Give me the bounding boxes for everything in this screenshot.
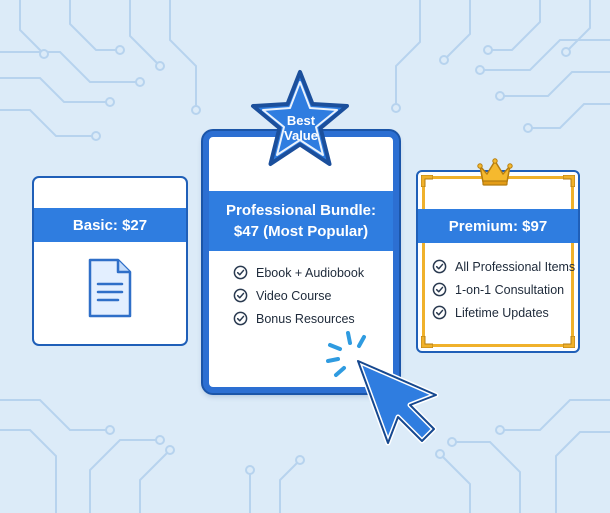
best-value-badge: Best Value [270,113,332,143]
plan-title-basic: Basic: $27 [34,208,186,242]
feature-label: 1-on-1 Consultation [455,282,565,297]
feature-label: Video Course [256,288,332,303]
check-circle-icon [432,259,447,274]
plan-title-premium: Premium: $97 [418,209,578,243]
plan-card-professional[interactable]: Professional Bundle: $47 (Most Popular) … [203,131,399,393]
badge-line1: Best [286,113,316,128]
plan-title-professional: Professional Bundle: $47 (Most Popular) [209,191,393,251]
check-circle-icon [432,282,447,297]
star-icon [251,70,349,166]
check-circle-icon [233,265,248,280]
check-circle-icon [233,311,248,326]
badge-line2: Value [284,128,318,143]
check-circle-icon [233,288,248,303]
feature-list-professional: Ebook + Audiobook Video Course Bonus Res… [233,261,393,330]
document-icon [88,258,132,318]
list-item: Ebook + Audiobook [233,261,393,284]
frame-corner-ornament [421,175,433,187]
feature-label: Lifetime Updates [455,305,549,320]
list-item: Video Course [233,284,393,307]
list-item: All Professional Items [432,255,578,278]
list-item: Lifetime Updates [432,301,578,324]
plan-title-professional-line2: $47 (Most Popular) [233,223,369,240]
plan-card-basic[interactable]: Basic: $27 [32,176,188,346]
feature-list-premium: All Professional Items 1-on-1 Consultati… [432,255,578,324]
crown-icon [477,158,513,186]
feature-label: Bonus Resources [256,311,355,326]
list-item: Bonus Resources [233,307,393,330]
plan-title-professional-line1: Professional Bundle: [225,202,377,219]
feature-label: All Professional Items [455,259,576,274]
cursor-click-icon [326,331,439,446]
feature-label: Ebook + Audiobook [256,265,365,280]
frame-corner-ornament [421,336,433,348]
plan-card-premium[interactable]: Premium: $97 All Professional Items 1-on… [416,170,580,353]
list-item: 1-on-1 Consultation [432,278,578,301]
frame-corner-ornament [563,336,575,348]
check-circle-icon [432,305,447,320]
frame-corner-ornament [563,175,575,187]
